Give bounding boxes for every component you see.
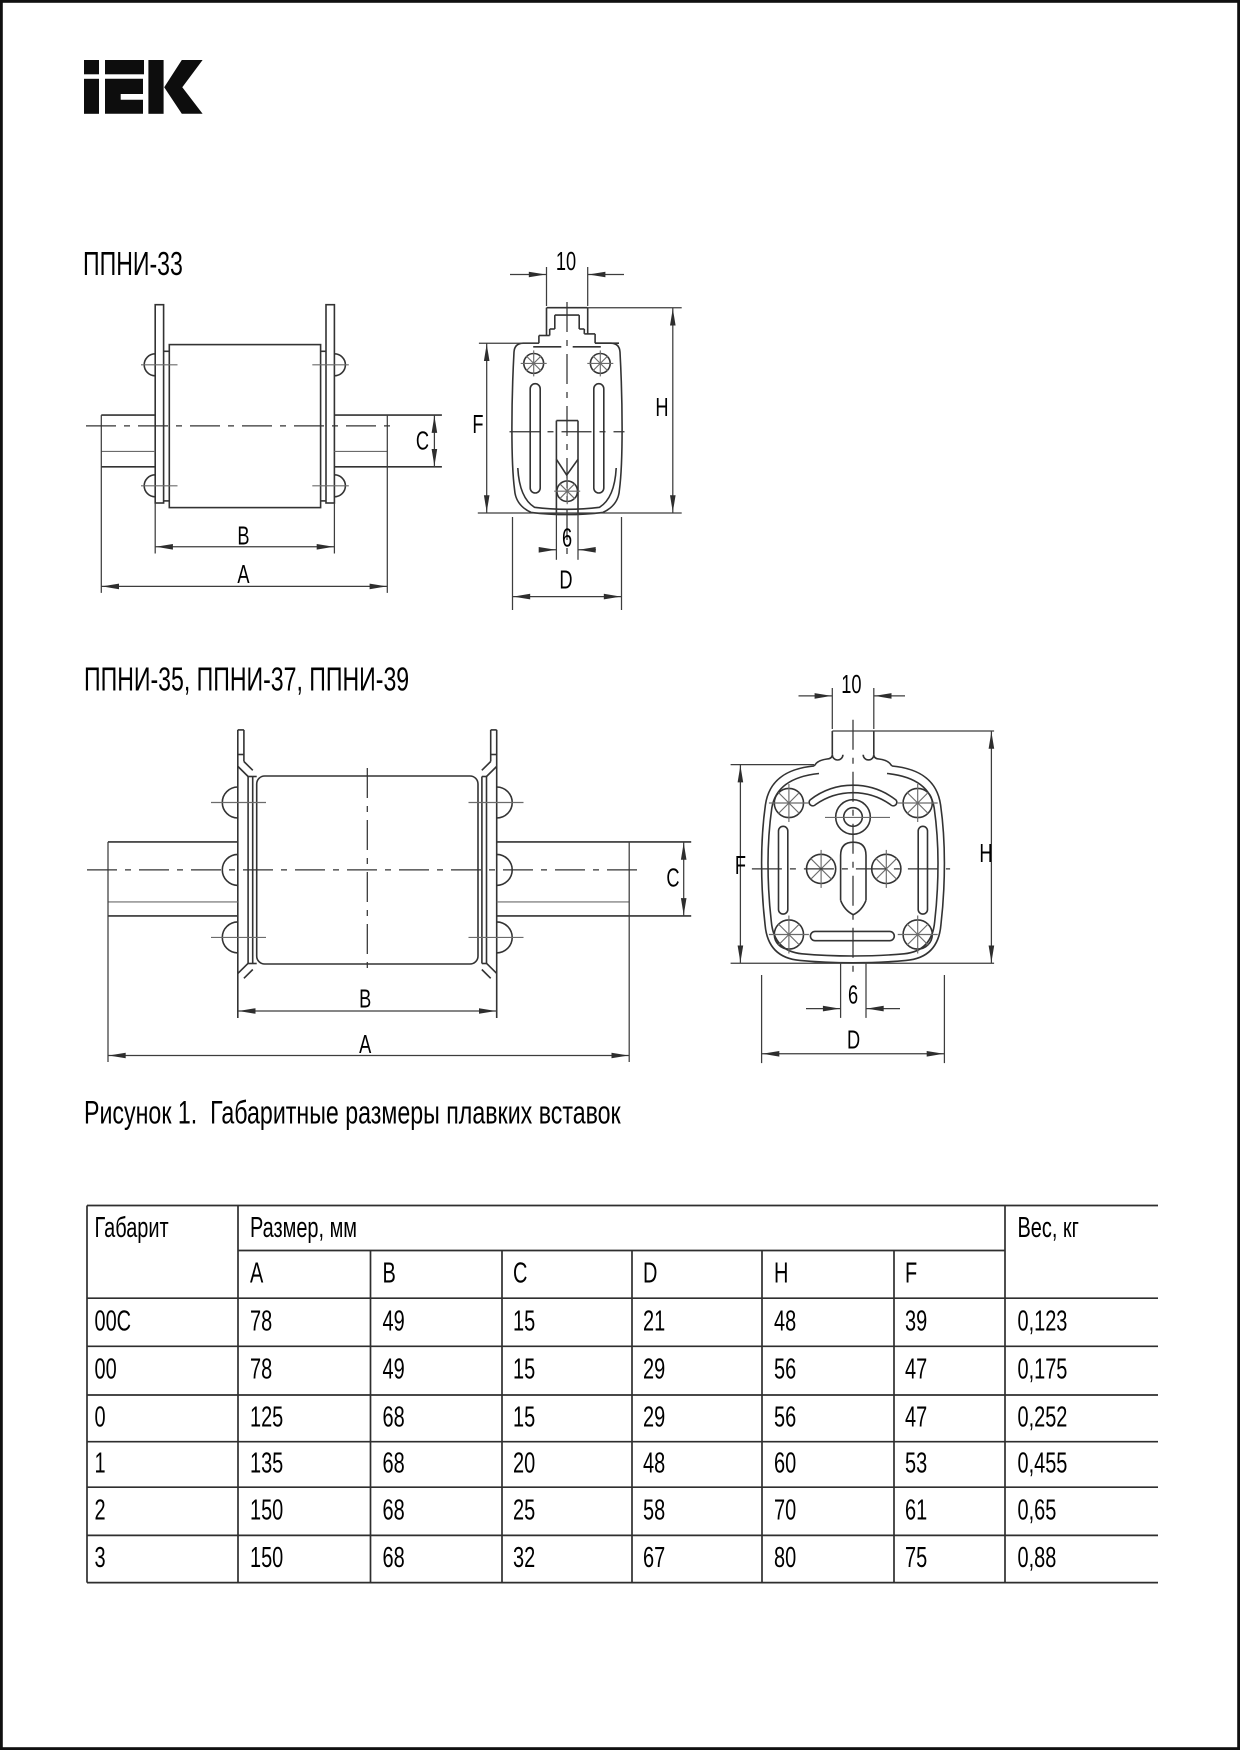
svg-text:D: D — [559, 566, 572, 595]
svg-text:32: 32 — [513, 1543, 535, 1574]
svg-text:B: B — [383, 1258, 396, 1289]
svg-text:135: 135 — [250, 1448, 283, 1479]
svg-text:20: 20 — [513, 1448, 535, 1479]
svg-text:48: 48 — [643, 1448, 665, 1479]
svg-text:3: 3 — [95, 1543, 106, 1574]
svg-text:60: 60 — [774, 1448, 796, 1479]
svg-text:15: 15 — [513, 1354, 535, 1385]
svg-text:68: 68 — [383, 1495, 405, 1526]
svg-text:A: A — [237, 560, 249, 589]
svg-text:48: 48 — [774, 1306, 796, 1337]
svg-text:29: 29 — [643, 1354, 665, 1385]
svg-text:67: 67 — [643, 1543, 665, 1574]
svg-text:0,455: 0,455 — [1018, 1448, 1068, 1479]
svg-text:61: 61 — [905, 1495, 927, 1526]
svg-text:47: 47 — [905, 1354, 927, 1385]
svg-text:00: 00 — [95, 1354, 117, 1385]
svg-text:47: 47 — [905, 1402, 927, 1433]
svg-text:F: F — [472, 410, 483, 439]
svg-text:0,65: 0,65 — [1018, 1495, 1057, 1526]
svg-text:C: C — [416, 426, 429, 455]
svg-text:0,175: 0,175 — [1018, 1354, 1068, 1385]
svg-text:Рисунок 1. Габаритные размеры: Рисунок 1. Габаритные размеры плавких вс… — [84, 1095, 621, 1130]
svg-text:Вес, кг: Вес, кг — [1018, 1213, 1079, 1244]
svg-text:C: C — [666, 864, 679, 893]
svg-text:125: 125 — [250, 1402, 283, 1433]
svg-text:1: 1 — [95, 1448, 106, 1479]
svg-text:0: 0 — [95, 1402, 106, 1433]
svg-text:C: C — [513, 1258, 527, 1289]
svg-text:A: A — [359, 1030, 371, 1059]
svg-text:21: 21 — [643, 1306, 665, 1337]
svg-text:29: 29 — [643, 1402, 665, 1433]
svg-text:D: D — [847, 1025, 860, 1054]
svg-text:68: 68 — [383, 1402, 405, 1433]
svg-text:56: 56 — [774, 1402, 796, 1433]
svg-text:15: 15 — [513, 1402, 535, 1433]
svg-text:6: 6 — [562, 523, 572, 552]
svg-text:150: 150 — [250, 1495, 283, 1526]
svg-text:53: 53 — [905, 1448, 927, 1479]
svg-text:15: 15 — [513, 1306, 535, 1337]
svg-text:10: 10 — [841, 670, 861, 699]
svg-text:68: 68 — [383, 1543, 405, 1574]
svg-text:70: 70 — [774, 1495, 796, 1526]
svg-text:0,123: 0,123 — [1018, 1306, 1068, 1337]
svg-text:56: 56 — [774, 1354, 796, 1385]
svg-text:ППНИ-35, ППНИ-37, ППНИ-39: ППНИ-35, ППНИ-37, ППНИ-39 — [84, 662, 409, 699]
svg-text:H: H — [979, 839, 992, 868]
svg-text:68: 68 — [383, 1448, 405, 1479]
svg-text:0,88: 0,88 — [1018, 1543, 1057, 1574]
svg-text:ППНИ-33: ППНИ-33 — [83, 246, 183, 283]
svg-text:B: B — [359, 984, 371, 1013]
svg-text:0,252: 0,252 — [1018, 1402, 1068, 1433]
svg-text:39: 39 — [905, 1306, 927, 1337]
svg-text:00C: 00C — [95, 1306, 132, 1337]
svg-text:Размер, мм: Размер, мм — [250, 1213, 357, 1244]
svg-text:B: B — [237, 521, 249, 550]
svg-text:78: 78 — [250, 1354, 272, 1385]
svg-text:F: F — [905, 1258, 917, 1289]
svg-text:25: 25 — [513, 1495, 535, 1526]
svg-text:49: 49 — [383, 1306, 405, 1337]
svg-text:150: 150 — [250, 1543, 283, 1574]
svg-text:Габарит: Габарит — [95, 1213, 169, 1244]
svg-text:78: 78 — [250, 1306, 272, 1337]
svg-text:D: D — [643, 1258, 657, 1289]
svg-text:49: 49 — [383, 1354, 405, 1385]
svg-text:F: F — [735, 851, 746, 880]
svg-text:H: H — [774, 1258, 788, 1289]
svg-text:80: 80 — [774, 1543, 796, 1574]
svg-text:75: 75 — [905, 1543, 927, 1574]
svg-text:H: H — [655, 393, 668, 422]
svg-text:2: 2 — [95, 1495, 106, 1526]
svg-text:A: A — [250, 1258, 264, 1289]
svg-text:10: 10 — [556, 247, 576, 276]
svg-text:6: 6 — [848, 980, 858, 1009]
svg-text:58: 58 — [643, 1495, 665, 1526]
